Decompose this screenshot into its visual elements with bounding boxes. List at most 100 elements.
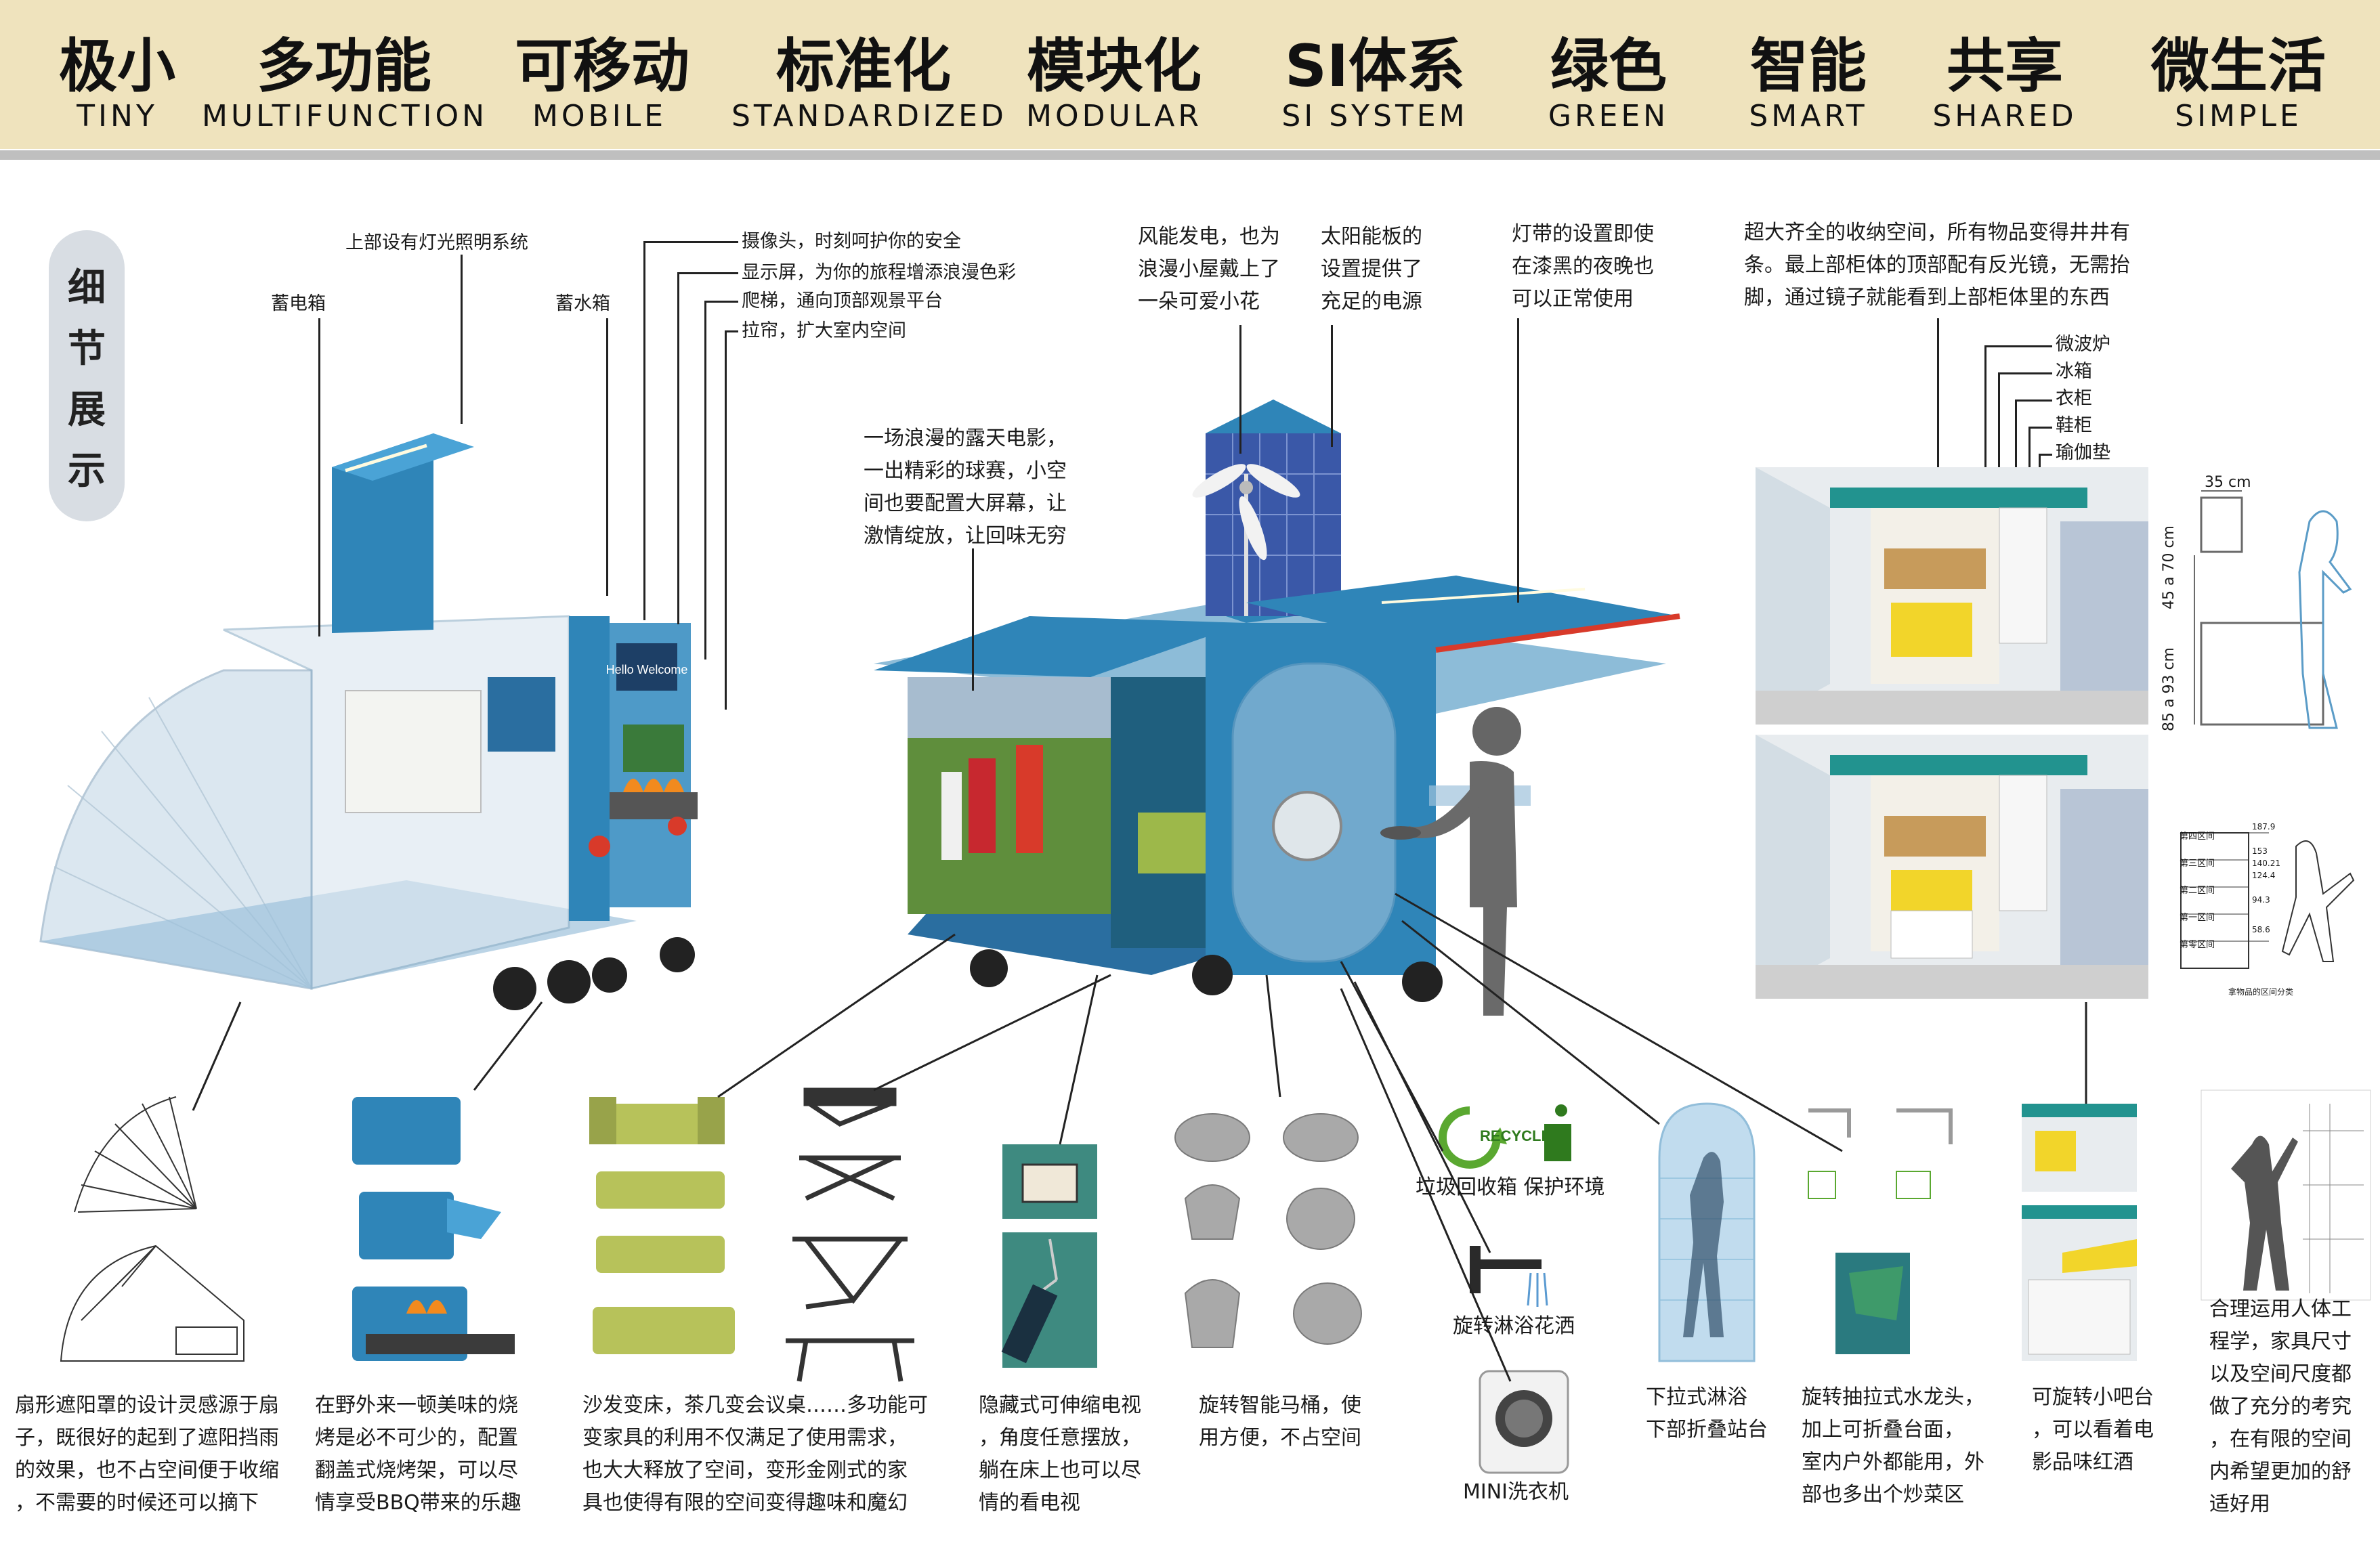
leader-line xyxy=(318,318,320,636)
feature-caption-sofa: 沙发变床，茶几变会议桌……多功能可 变家具的利用不仅满足了使用需求， 也大大释放… xyxy=(582,1389,928,1519)
section-tag: 细 节 展 示 xyxy=(49,230,125,521)
caption-line: 室内户外都能用，外 xyxy=(1802,1450,1984,1474)
wind-turbine-icon xyxy=(1192,464,1300,616)
mini-washer-icon xyxy=(1479,1370,1569,1474)
callout-led-line: 在漆黑的夜晚也 xyxy=(1512,255,1654,278)
header-item-smart: 智能 SMART xyxy=(1734,34,1883,134)
leader-line xyxy=(1517,318,1519,603)
caption-line: 情享受BBQ带来的乐趣 xyxy=(315,1491,522,1515)
recycle-icon: RECYCLE xyxy=(1439,1104,1571,1169)
caption-line: 可旋转小吧台 xyxy=(2032,1385,2154,1409)
caption-line: 合理运用人体工 xyxy=(2209,1297,2352,1321)
caption-line: MINI洗衣机 xyxy=(1463,1480,1569,1504)
zone-value: 153 xyxy=(2252,846,2268,856)
header-zh: 智能 xyxy=(1750,33,1867,100)
leader-line xyxy=(2039,454,2052,456)
callout-storage-line: 脚，通过镜子就能看到上部柜体里的东西 xyxy=(1744,286,2110,309)
zone-caption: 拿物品的区间分类 xyxy=(2228,987,2294,997)
callout-wind-line: 浪漫小屋戴上了 xyxy=(1138,257,1280,281)
storage-render-top xyxy=(1756,467,2148,725)
trailer-left-illustration: Hello Welcome xyxy=(39,433,698,1010)
leader-line xyxy=(704,301,706,660)
caption-line: 以及空间尺度都 xyxy=(2209,1362,2352,1386)
header-en: SI SYSTEM xyxy=(1281,99,1468,133)
header-en: TINY xyxy=(77,99,158,133)
header-en: SHARED xyxy=(1932,99,2077,133)
leader-line xyxy=(1937,318,1939,494)
caption-line: 程学，家具尺寸 xyxy=(2209,1330,2352,1354)
dimension-35cm: 35 cm xyxy=(2205,474,2251,491)
callout-screen-line: 一场浪漫的露天电影， xyxy=(864,427,1067,450)
callout-awning: 拉帘，扩大室内空间 xyxy=(742,320,906,341)
feature-caption-bar: 可旋转小吧台 ，可以看着电 影品味红酒 xyxy=(2032,1381,2154,1479)
caption-line: 躺在床上也可以尽 xyxy=(979,1458,1141,1482)
leader-line xyxy=(677,272,679,624)
shower-faucet-icon xyxy=(1470,1246,1548,1307)
callout-screen: 一场浪漫的露天电影， 一出精彩的球赛，小空 间也要配置大屏幕，让 激情绽放，让回… xyxy=(864,423,1067,553)
feature-caption-bbq: 在野外来一顿美味的烧 烤是必不可少的，配置 翻盖式烧烤架，可以尽 情享受BBQ带… xyxy=(315,1389,522,1519)
header-zh: 共享 xyxy=(1947,33,2063,100)
header-zh: 可移动 xyxy=(515,33,689,100)
caption-line: 隐藏式可伸缩电视 xyxy=(979,1393,1141,1417)
leader-line xyxy=(972,548,974,691)
callout-solar-line: 太阳能板的 xyxy=(1321,225,1422,248)
zone-value: 140.21 xyxy=(2252,859,2280,868)
feature-caption-shower: 旋转淋浴花洒 xyxy=(1453,1310,1575,1343)
leader-line xyxy=(704,301,738,303)
callout-wardrobe: 衣柜 xyxy=(2056,388,2092,409)
section-tag-char: 细 xyxy=(68,266,106,310)
callout-wind-line: 风能发电，也为 xyxy=(1138,225,1280,248)
header-item-si-system: SI体系 SI SYSTEM xyxy=(1273,34,1476,134)
rotating-bar-illustration xyxy=(2022,1104,2137,1361)
header-item-multifunction: 多功能 MULTIFUNCTION xyxy=(202,34,486,134)
header-item-modular: 模块化 MODULAR xyxy=(1016,34,1212,134)
callout-microwave: 微波炉 xyxy=(2056,334,2110,355)
hidden-tv-illustration xyxy=(1001,1144,1097,1368)
caption-line: ，不需要的时候还可以摘下 xyxy=(15,1491,259,1515)
zone-value: 187.9 xyxy=(2252,822,2276,831)
caption-line: 子，既很好的起到了遮阳挡雨 xyxy=(15,1426,279,1450)
zone-row-4: 第四区间 xyxy=(2180,831,2215,842)
caption-line: 的效果，也不占空间便于收缩 xyxy=(15,1458,279,1482)
header-zh: 微生活 xyxy=(2151,33,2326,100)
header-en: STANDARDIZED xyxy=(731,99,1007,133)
header-en: SMART xyxy=(1749,99,1868,133)
leader-line xyxy=(606,318,608,596)
header-item-shared: 共享 SHARED xyxy=(1930,34,2079,134)
leader-line xyxy=(2015,399,2052,402)
header-item-mobile: 可移动 MOBILE xyxy=(515,33,689,134)
header-banner xyxy=(0,0,2380,149)
caption-line: 影品味红酒 xyxy=(2032,1450,2133,1474)
storage-render-bottom xyxy=(1756,735,2148,999)
header-zh: 标准化 xyxy=(776,33,951,100)
feature-caption-faucet: 旋转抽拉式水龙头， 加上可折叠台面， 室内户外都能用，外 部也多出个炒菜区 xyxy=(1802,1381,1984,1511)
zone-row-1: 第一区间 xyxy=(2180,913,2215,923)
leader-line xyxy=(2028,427,2052,429)
callout-storage-line: 条。最上部柜体的顶部配有反光镜，无需抬 xyxy=(1744,253,2130,277)
caption-line: 下拉式淋浴 xyxy=(1646,1385,1747,1409)
leader-line xyxy=(725,330,727,710)
header-zh: 极小 xyxy=(59,33,175,100)
caption-line: 内希望更加的舒 xyxy=(2209,1460,2352,1484)
fan-awning-sketch xyxy=(60,1096,245,1362)
header-en: MODULAR xyxy=(1026,99,1202,133)
header-divider xyxy=(0,150,2380,160)
leader-line xyxy=(2015,399,2017,515)
callout-storage: 超大齐全的收纳空间，所有物品变得井井有 条。最上部柜体的顶部配有反光镜，无需抬 … xyxy=(1744,217,2130,314)
callout-storage-line: 超大齐全的收纳空间，所有物品变得井井有 xyxy=(1744,221,2130,244)
header-en: GREEN xyxy=(1548,99,1670,133)
feature-caption-washer: MINI洗衣机 xyxy=(1463,1476,1569,1509)
hello-welcome-sign: Hello Welcome xyxy=(606,663,688,676)
sink-dimension-drawing xyxy=(2194,490,2352,729)
zone-value: 124.4 xyxy=(2252,871,2276,880)
reach-zone-chart xyxy=(2180,832,2355,969)
callout-solar-line: 充足的电源 xyxy=(1321,290,1422,314)
caption-line: 垃圾回收箱 保护环境 xyxy=(1416,1175,1605,1199)
caption-line: 沙发变床，茶几变会议桌……多功能可 xyxy=(582,1393,928,1417)
callout-wind-line: 一朵可爱小花 xyxy=(1138,290,1260,314)
zone-value: 58.6 xyxy=(2252,925,2270,934)
callout-water-tank: 蓄水箱 xyxy=(555,293,610,314)
caption-line: 扇形遮阳罩的设计灵感源于扇 xyxy=(15,1393,279,1417)
leader-line xyxy=(1984,345,2052,347)
caption-line: ，可以看着电 xyxy=(2032,1418,2154,1442)
